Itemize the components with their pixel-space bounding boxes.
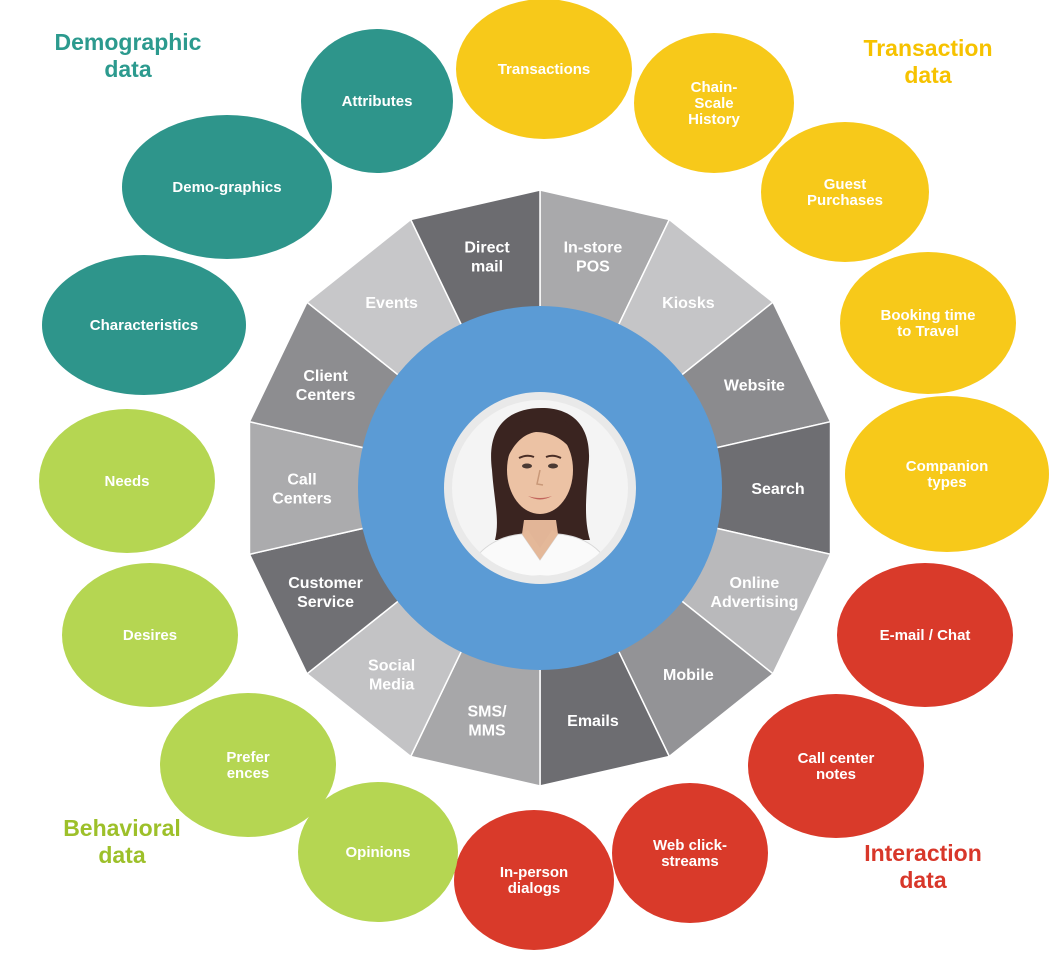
- bubble-shape: [160, 693, 336, 837]
- bubble-shape: [62, 563, 238, 707]
- bubble-desires: Desires: [62, 563, 238, 707]
- channel-label: Events: [365, 295, 418, 312]
- bubble-label: E-mail / Chat: [880, 627, 971, 644]
- bubble-web-click-streams: Web click-streams: [612, 783, 768, 923]
- customer-center: [358, 306, 722, 670]
- bubble-demo-graphics: Demo-graphics: [122, 115, 332, 259]
- bubble-shape: [42, 255, 246, 395]
- channel-label: Search: [751, 481, 804, 498]
- channel-label: Emails: [567, 713, 619, 730]
- bubble-label: Web click-streams: [653, 837, 727, 870]
- bubble-needs: Needs: [39, 409, 215, 553]
- bubble-label: Needs: [104, 473, 149, 490]
- channel-label: SMS/MMS: [467, 704, 507, 740]
- bubble-shape: [837, 563, 1013, 707]
- bubble-shape: [840, 252, 1016, 394]
- bubble-shape: [612, 783, 768, 923]
- title-behavioral-data: Behavioral data: [63, 815, 181, 868]
- channel-label: Mobile: [663, 667, 714, 684]
- bubble-shape: [122, 115, 332, 259]
- bubble-opinions: Opinions: [298, 782, 458, 922]
- bubble-shape: [748, 694, 924, 838]
- bubble-label: Attributes: [342, 93, 413, 110]
- bubble-label: Characteristics: [90, 317, 198, 334]
- channel-label: Kiosks: [662, 295, 715, 312]
- bubble-shape: [456, 0, 632, 139]
- bubble-shape: [761, 122, 929, 262]
- title-demographic-data: Demographic data: [54, 29, 202, 82]
- bubble-attributes: Attributes: [301, 29, 453, 173]
- bubble-shape: [301, 29, 453, 173]
- bubble-shape: [845, 396, 1049, 552]
- title-interaction-data: Interaction data: [864, 840, 982, 893]
- title-transaction-data: Transaction data: [863, 35, 993, 88]
- woman-portrait-icon: [452, 400, 628, 576]
- bubble-shape: [454, 810, 614, 950]
- bubble-shape: [298, 782, 458, 922]
- bubble-shape: [39, 409, 215, 553]
- bubble-shape: [634, 33, 794, 173]
- bubble-characteristics: Characteristics: [42, 255, 246, 395]
- bubble-label: Demo-graphics: [172, 179, 281, 196]
- bubble-transactions: Transactions: [456, 0, 632, 139]
- bubble-label: Transactions: [498, 61, 591, 78]
- bubble-label: Desires: [123, 627, 177, 644]
- channel-label: Website: [724, 378, 785, 395]
- bubble-label: Opinions: [346, 844, 411, 861]
- bubble-e-mail-chat: E-mail / Chat: [837, 563, 1013, 707]
